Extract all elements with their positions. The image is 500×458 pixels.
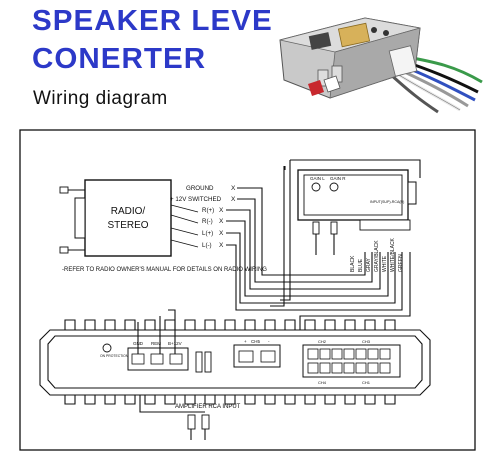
- x-mark: X: [231, 196, 236, 203]
- ch1-label: CH1: [362, 380, 371, 385]
- protection-label: ON PROTECTION: [100, 354, 129, 358]
- output-r-minus-label: R(-): [202, 218, 213, 225]
- ch2-label: CH2: [318, 339, 327, 344]
- wire-blue-label: BLUE: [358, 258, 364, 272]
- speaker-wires: [226, 187, 411, 330]
- radio-label-line1: RADIO/: [111, 206, 146, 217]
- ch3-label: CH3: [362, 339, 371, 344]
- output-l-minus-label: L(-): [202, 242, 212, 249]
- diagram-subtitle: Wiring diagram: [33, 88, 168, 109]
- amplifier-unit: ON PROTECTION GND REM B+12V CH5 + - CH2 …: [39, 319, 431, 405]
- wire-gray-label: GRAY: [366, 258, 372, 272]
- output-l-plus-label: L(+): [202, 230, 213, 237]
- gain-right-label: GAIN R: [330, 176, 346, 181]
- x-marks: X X X X X X: [219, 185, 236, 249]
- product-title-line1: SPEAKER LEVE: [32, 5, 273, 37]
- x-mark: X: [219, 218, 224, 225]
- ch5-label: CH5: [251, 339, 260, 344]
- x-mark: X: [219, 242, 224, 249]
- level-converter-module: GAIN L GAIN R INPUT(SUP)-RCA(R): [270, 159, 421, 307]
- x-mark: X: [219, 207, 224, 214]
- radio-stereo-unit: RADIO/ STEREO: [59, 179, 172, 257]
- plus-label: +: [244, 339, 247, 344]
- gain-left-label: GAIN L: [310, 176, 325, 181]
- terminal-rem-label: REM: [151, 341, 161, 346]
- product-title-line2: CONERTER: [32, 43, 207, 75]
- amp-rca-input-label: AMPLIFIER RCA INPUT: [175, 404, 241, 410]
- radio-wiring-note: -REFER TO RADIO OWNER'S MANUAL FOR DETAI…: [62, 267, 267, 273]
- output-ground-label: GROUND: [186, 185, 214, 192]
- x-mark: X: [219, 230, 224, 237]
- wire-black-label: BLACK: [350, 255, 356, 272]
- minus-label: -: [268, 339, 270, 344]
- radio-output-labels: GROUND + 12V SWITCHED R(+) R(-) L(+) L(-…: [170, 185, 222, 249]
- ch4-label: CH4: [318, 380, 327, 385]
- wire-green-label: GREEN: [398, 254, 404, 272]
- converter-photo: [279, 17, 483, 114]
- wire-white-black-label: WHITE/BLACK: [390, 237, 396, 272]
- wire-gray-black-label: GRAY/BLACK: [374, 240, 380, 272]
- radio-label-line2: STEREO: [107, 220, 148, 231]
- output-12v-label: + 12V SWITCHED: [170, 196, 222, 203]
- converter-input-label: INPUT(SUP)-RCA(R): [370, 200, 404, 204]
- x-mark: X: [231, 185, 236, 192]
- wire-white-label: WHITE: [382, 255, 388, 272]
- amp-rca-plugs: [187, 414, 210, 440]
- wire-color-labels: BLACK BLUE GRAY GRAY/BLACK WHITE WHITE/B…: [350, 237, 404, 272]
- output-r-plus-label: R(+): [202, 207, 214, 214]
- diagram-border: [19, 129, 476, 451]
